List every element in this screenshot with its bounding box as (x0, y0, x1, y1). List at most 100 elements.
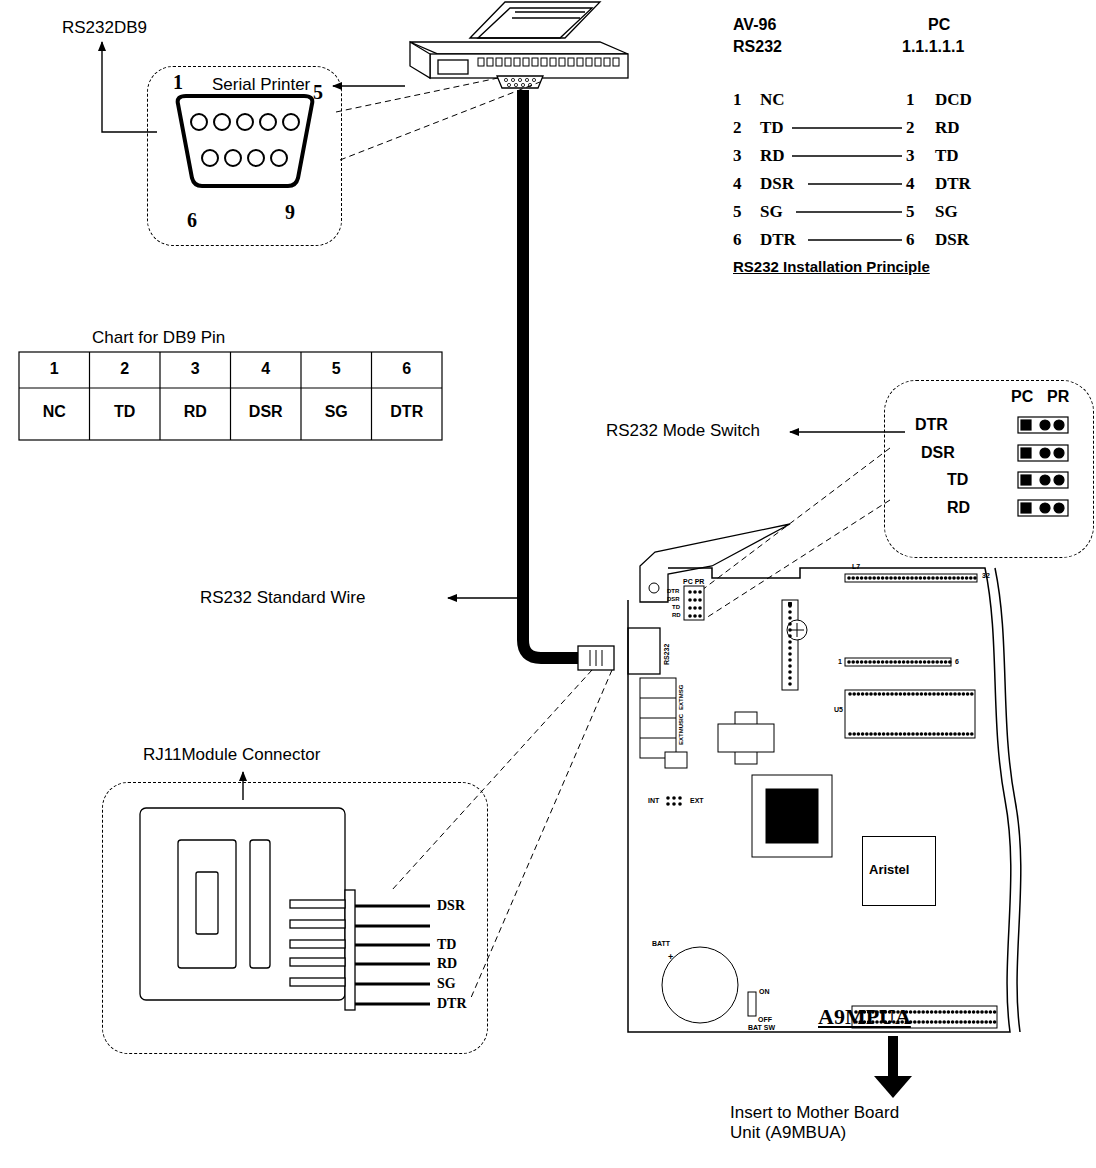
table-cell: NC (43, 403, 66, 421)
label: RS232 (733, 38, 782, 56)
label: RS232 Mode Switch (606, 421, 760, 441)
pin-name: 6 (733, 230, 742, 250)
label: DSR (667, 596, 680, 603)
pin-label: PC (1011, 388, 1033, 406)
board-edge (995, 568, 1021, 1032)
label: Serial Printer (212, 75, 310, 95)
pin-label: TD (947, 471, 968, 489)
pin-name: SG (935, 202, 958, 222)
label: RS232 (663, 644, 671, 665)
board-name: A9MPUA (818, 1004, 911, 1029)
label: ON (759, 988, 770, 996)
pin-label: 5 (313, 81, 323, 104)
pin-name: 2 (733, 118, 742, 138)
pin-name: 1 (733, 90, 742, 110)
rs232-wire (523, 90, 580, 658)
table-cell: 2 (120, 360, 129, 378)
label: RS232DB9 (62, 18, 147, 38)
pin-label: 1 (173, 71, 183, 94)
label: EXTMUSIC (678, 714, 685, 745)
pin-label: DSR (921, 444, 955, 462)
label: BATT (652, 940, 670, 948)
pin-label: TD (437, 937, 456, 953)
pin-name: 2 (906, 118, 915, 138)
pin-label: DTR (437, 996, 467, 1012)
pin-label: RD (437, 956, 457, 972)
table-cell: RD (184, 403, 207, 421)
table-cell: 5 (332, 360, 341, 378)
pin-label: PR (1047, 388, 1069, 406)
rj11-connector (140, 808, 355, 1010)
label: OFF (758, 1016, 772, 1024)
label: 6 (955, 658, 959, 666)
board-outline (625, 520, 1025, 1035)
label: PC (928, 16, 950, 34)
label: L7 (852, 563, 860, 571)
board-edge (628, 568, 1011, 1032)
pin-label: DTR (915, 416, 948, 434)
label: U5 (834, 706, 843, 714)
label: EXTMSG (678, 685, 685, 710)
table-cell: 4 (261, 360, 270, 378)
pin-table (19, 352, 442, 440)
callout-box: 1569 (147, 66, 342, 246)
pin-name: DTR (760, 230, 796, 250)
label: 1.1.1.1.1 (902, 38, 964, 56)
pin-name: TD (935, 146, 959, 166)
pin-label: DSR (437, 898, 465, 914)
pin-name: 6 (906, 230, 915, 250)
callout-box: PC PR DTR DSR TD RD (884, 380, 1094, 558)
label: BAT SW (748, 1024, 775, 1032)
pin-name: 3 (906, 146, 915, 166)
pin-name: 1 (906, 90, 915, 110)
callout-box: DSR TD RD SG DTR (102, 782, 488, 1054)
serial-printer (410, 2, 628, 78)
pin-name: SG (760, 202, 783, 222)
table-cell: DTR (390, 403, 423, 421)
chip-label: Aristel (869, 863, 909, 878)
db9-connector (178, 96, 313, 186)
label: TD (672, 604, 680, 611)
table-cell: SG (325, 403, 348, 421)
label: EXT (690, 797, 704, 805)
pin-name: 4 (733, 174, 742, 194)
pin-name: DSR (935, 230, 969, 250)
label: AV-96 (733, 16, 776, 34)
table-cell: 1 (50, 360, 59, 378)
label: RS232 Installation Principle (733, 258, 930, 275)
pin-name: 4 (906, 174, 915, 194)
board-parts (628, 524, 997, 1028)
chip: Aristel (862, 836, 936, 906)
pin-label: SG (437, 976, 456, 992)
printer-port (497, 76, 543, 88)
pin-name: DTR (935, 174, 971, 194)
label: + (668, 952, 673, 962)
label: RD (672, 612, 681, 619)
pin-name: DSR (760, 174, 794, 194)
pin-name: DCD (935, 90, 972, 110)
pin-name: TD (760, 118, 784, 138)
pin-name: 5 (906, 202, 915, 222)
pin-label: RD (947, 499, 970, 517)
table-cell: DSR (249, 403, 283, 421)
label: Insert to Mother Board Unit (A9MBUA) (730, 1103, 930, 1142)
table-cell: 3 (191, 360, 200, 378)
label: INT (648, 797, 659, 805)
pin-label: 6 (187, 209, 197, 232)
pin-label: 9 (285, 201, 295, 224)
pin-name: 5 (733, 202, 742, 222)
table-cell: 6 (402, 360, 411, 378)
label: PC PR (683, 578, 704, 586)
label: DTR (667, 588, 679, 595)
label: RS232 Standard Wire (200, 588, 365, 608)
label: Chart for DB9 Pin (92, 328, 225, 348)
pin-name: 3 (733, 146, 742, 166)
circuit-board: A9MPUA Aristel (625, 520, 1025, 1035)
pin-name: NC (760, 90, 785, 110)
pin-name: RD (935, 118, 960, 138)
label: 1 (838, 658, 842, 666)
table-cell: TD (114, 403, 135, 421)
label: RJ11Module Connector (143, 745, 320, 765)
pin-name: RD (760, 146, 785, 166)
